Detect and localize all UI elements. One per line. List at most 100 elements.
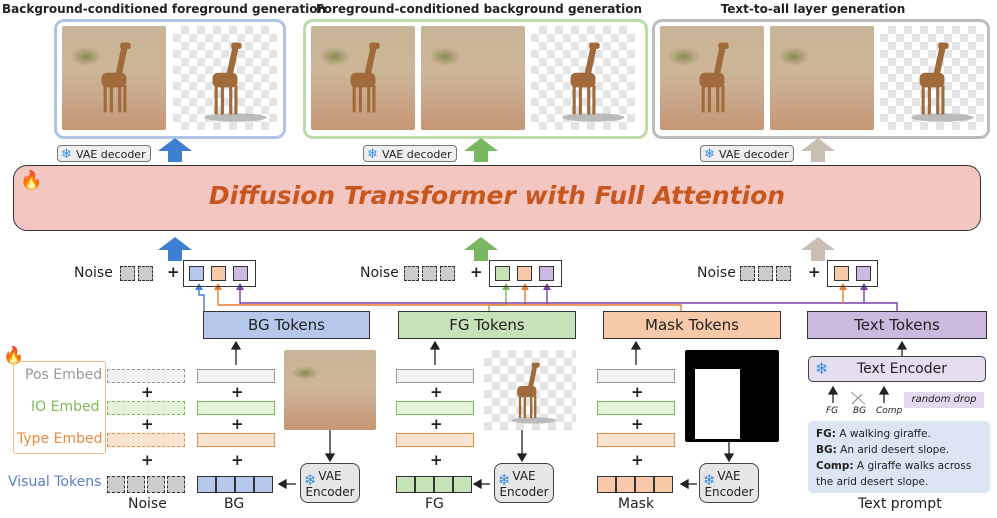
pos-embed-label: Pos Embed	[25, 367, 103, 383]
noise-label-2: Noise	[360, 265, 399, 281]
prompt-fg-value: A walking giraffe.	[839, 428, 931, 440]
vae-decoder-label: VAE decoder	[719, 148, 789, 161]
mask-visual-token	[597, 476, 616, 493]
vae-decoder-all: ❄ VAE decoder	[700, 145, 794, 162]
plus-sign: +	[141, 383, 154, 401]
snowflake-icon: ❄	[498, 471, 511, 489]
panel-fg-conditioned	[303, 19, 648, 139]
type-embed-noise	[107, 433, 185, 447]
panel-title-text-to-all: Text-to-all layer generation	[720, 2, 906, 16]
mask-visual-token	[616, 476, 635, 493]
plus-sign: +	[470, 263, 483, 281]
snowflake-icon: ❄	[815, 359, 829, 378]
t2a-background-image	[770, 26, 874, 130]
plus-sign: +	[231, 415, 244, 433]
composite-image	[311, 26, 415, 130]
mask-bottom-label: Mask	[618, 496, 655, 512]
fg-bottom-label: FG	[425, 496, 444, 512]
snowflake-icon: ❄	[704, 147, 715, 162]
fg-visual-token	[434, 476, 453, 493]
prompt-bg-line: BG: An arid desert slope.	[816, 442, 990, 458]
noise-label-3: Noise	[697, 265, 736, 281]
mask-token	[834, 266, 849, 281]
text-encoder-box: ❄ Text Encoder	[808, 356, 986, 382]
noise-token	[422, 266, 437, 281]
bg-bottom-label: BG	[224, 496, 245, 512]
bg-tokens-box: BG Tokens	[203, 311, 370, 339]
up-arrow-icon	[464, 138, 498, 261]
plus-sign: +	[430, 383, 443, 401]
up-arrow-icon	[158, 138, 192, 261]
snowflake-icon: ❄	[703, 471, 716, 489]
text-prompt-caption: Text prompt	[858, 496, 942, 512]
noise-bottom-label: Noise	[128, 496, 167, 512]
giraffe-icon	[511, 362, 557, 424]
mask-white-region	[695, 369, 740, 439]
noise-token	[138, 266, 153, 281]
pos-embed-mask	[597, 369, 675, 383]
mask-visual-token	[635, 476, 654, 493]
io-embed-mask	[597, 401, 675, 415]
text-token	[233, 266, 248, 281]
transformer-title: Diffusion Transformer with Full Attentio…	[208, 181, 786, 210]
noise-token	[758, 266, 773, 281]
plus-sign: +	[231, 451, 244, 469]
type-embed-bg	[197, 433, 275, 447]
text-input-comp: Comp	[876, 406, 903, 416]
fg-input-image	[484, 350, 576, 430]
vae-encoder-line1: VAE	[318, 469, 342, 483]
t2a-composite-image	[660, 26, 764, 130]
vae-encoder-line2: Encoder	[499, 485, 549, 499]
type-embed-fg	[396, 433, 474, 447]
text-prompt-box: FG: A walking giraffe. BG: An arid deser…	[808, 421, 990, 493]
noise-token	[776, 266, 791, 281]
bg-visual-token	[216, 476, 235, 493]
plus-sign: +	[808, 263, 821, 281]
noise-token	[404, 266, 419, 281]
fg-token	[495, 266, 510, 281]
noise-token	[167, 476, 185, 493]
io-embed-bg	[197, 401, 275, 415]
vae-decoder-fg: ❄VAE decoder	[363, 145, 457, 162]
token-group-fg-cond	[489, 260, 562, 287]
pos-embed-noise	[107, 369, 185, 383]
vae-decoder-label: VAE decoder	[76, 148, 146, 161]
diffusion-transformer-block: 🔥 Diffusion Transformer with Full Attent…	[13, 165, 981, 231]
giraffe-icon	[350, 42, 380, 113]
prompt-bg-value: An arid desert slope.	[840, 444, 950, 456]
t2a-foreground-image	[880, 26, 984, 130]
vae-encoder-line2: Encoder	[704, 485, 754, 499]
vae-decoder-bg: ❄ VAE decoder	[57, 145, 151, 162]
noise-token	[147, 476, 165, 493]
visual-tokens-label: Visual Tokens	[8, 474, 102, 490]
bg-input-image	[284, 350, 376, 430]
snowflake-icon: ❄	[61, 147, 72, 162]
background-image	[62, 26, 166, 130]
text-input-fg: FG	[826, 406, 839, 416]
io-embed-fg	[396, 401, 474, 415]
giraffe-icon	[699, 42, 729, 113]
panel-text-to-all	[652, 19, 990, 139]
prompt-fg-key: FG:	[816, 428, 836, 440]
bg-visual-token	[254, 476, 273, 493]
plus-sign: +	[231, 383, 244, 401]
fire-icon: 🔥	[20, 170, 43, 191]
dropped-arrow	[851, 393, 863, 405]
noise-token	[440, 266, 455, 281]
vae-encoder-line1: VAE	[717, 469, 741, 483]
plus-sign: +	[167, 263, 180, 281]
noise-token	[120, 266, 135, 281]
prompt-comp-value-1: A giraffe walks across	[856, 460, 972, 472]
prompt-comp-line: Comp: A giraffe walks across	[816, 458, 990, 474]
noise-token	[740, 266, 755, 281]
plus-sign: +	[631, 415, 644, 433]
giraffe-icon	[911, 42, 974, 122]
panel-title-fg-conditioned: Foreground-conditioned background genera…	[316, 2, 643, 16]
snowflake-icon: ❄	[367, 147, 378, 162]
panel-title-bg-conditioned: Background-conditioned foreground genera…	[2, 2, 327, 16]
plus-sign: +	[141, 451, 154, 469]
plus-sign: +	[430, 451, 443, 469]
token-group-text-to-all	[827, 260, 878, 287]
